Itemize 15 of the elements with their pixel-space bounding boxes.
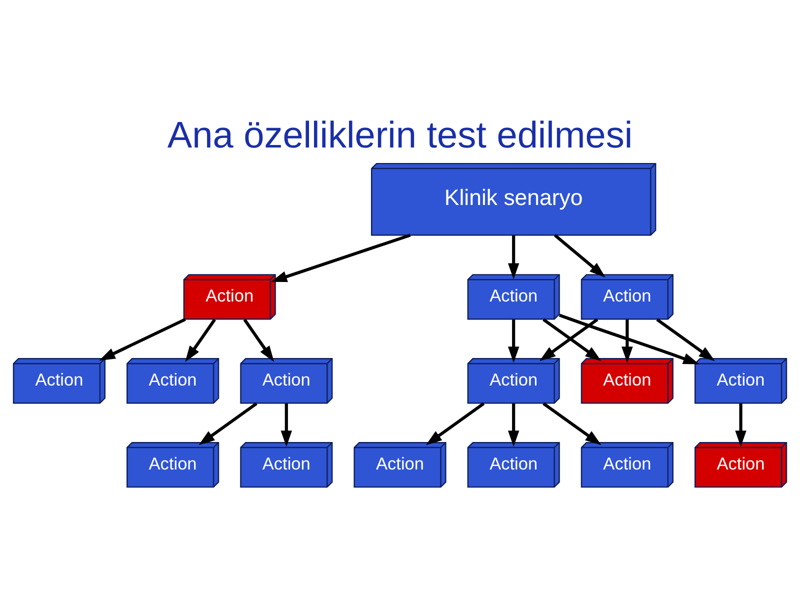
arrow [508, 404, 520, 447]
arrow [554, 234, 606, 278]
arrow [280, 404, 292, 447]
arrow [198, 402, 258, 446]
diagram-title: Ana özelliklerin test edilmesi [167, 114, 633, 156]
arrow [735, 404, 746, 447]
arrow [243, 318, 274, 362]
arrow [656, 318, 715, 362]
arrow [542, 402, 602, 446]
arrow [99, 318, 186, 361]
arrow [622, 320, 633, 363]
arrow [185, 318, 216, 362]
arrow [508, 320, 520, 363]
arrow [508, 235, 520, 280]
arrow [426, 402, 485, 446]
